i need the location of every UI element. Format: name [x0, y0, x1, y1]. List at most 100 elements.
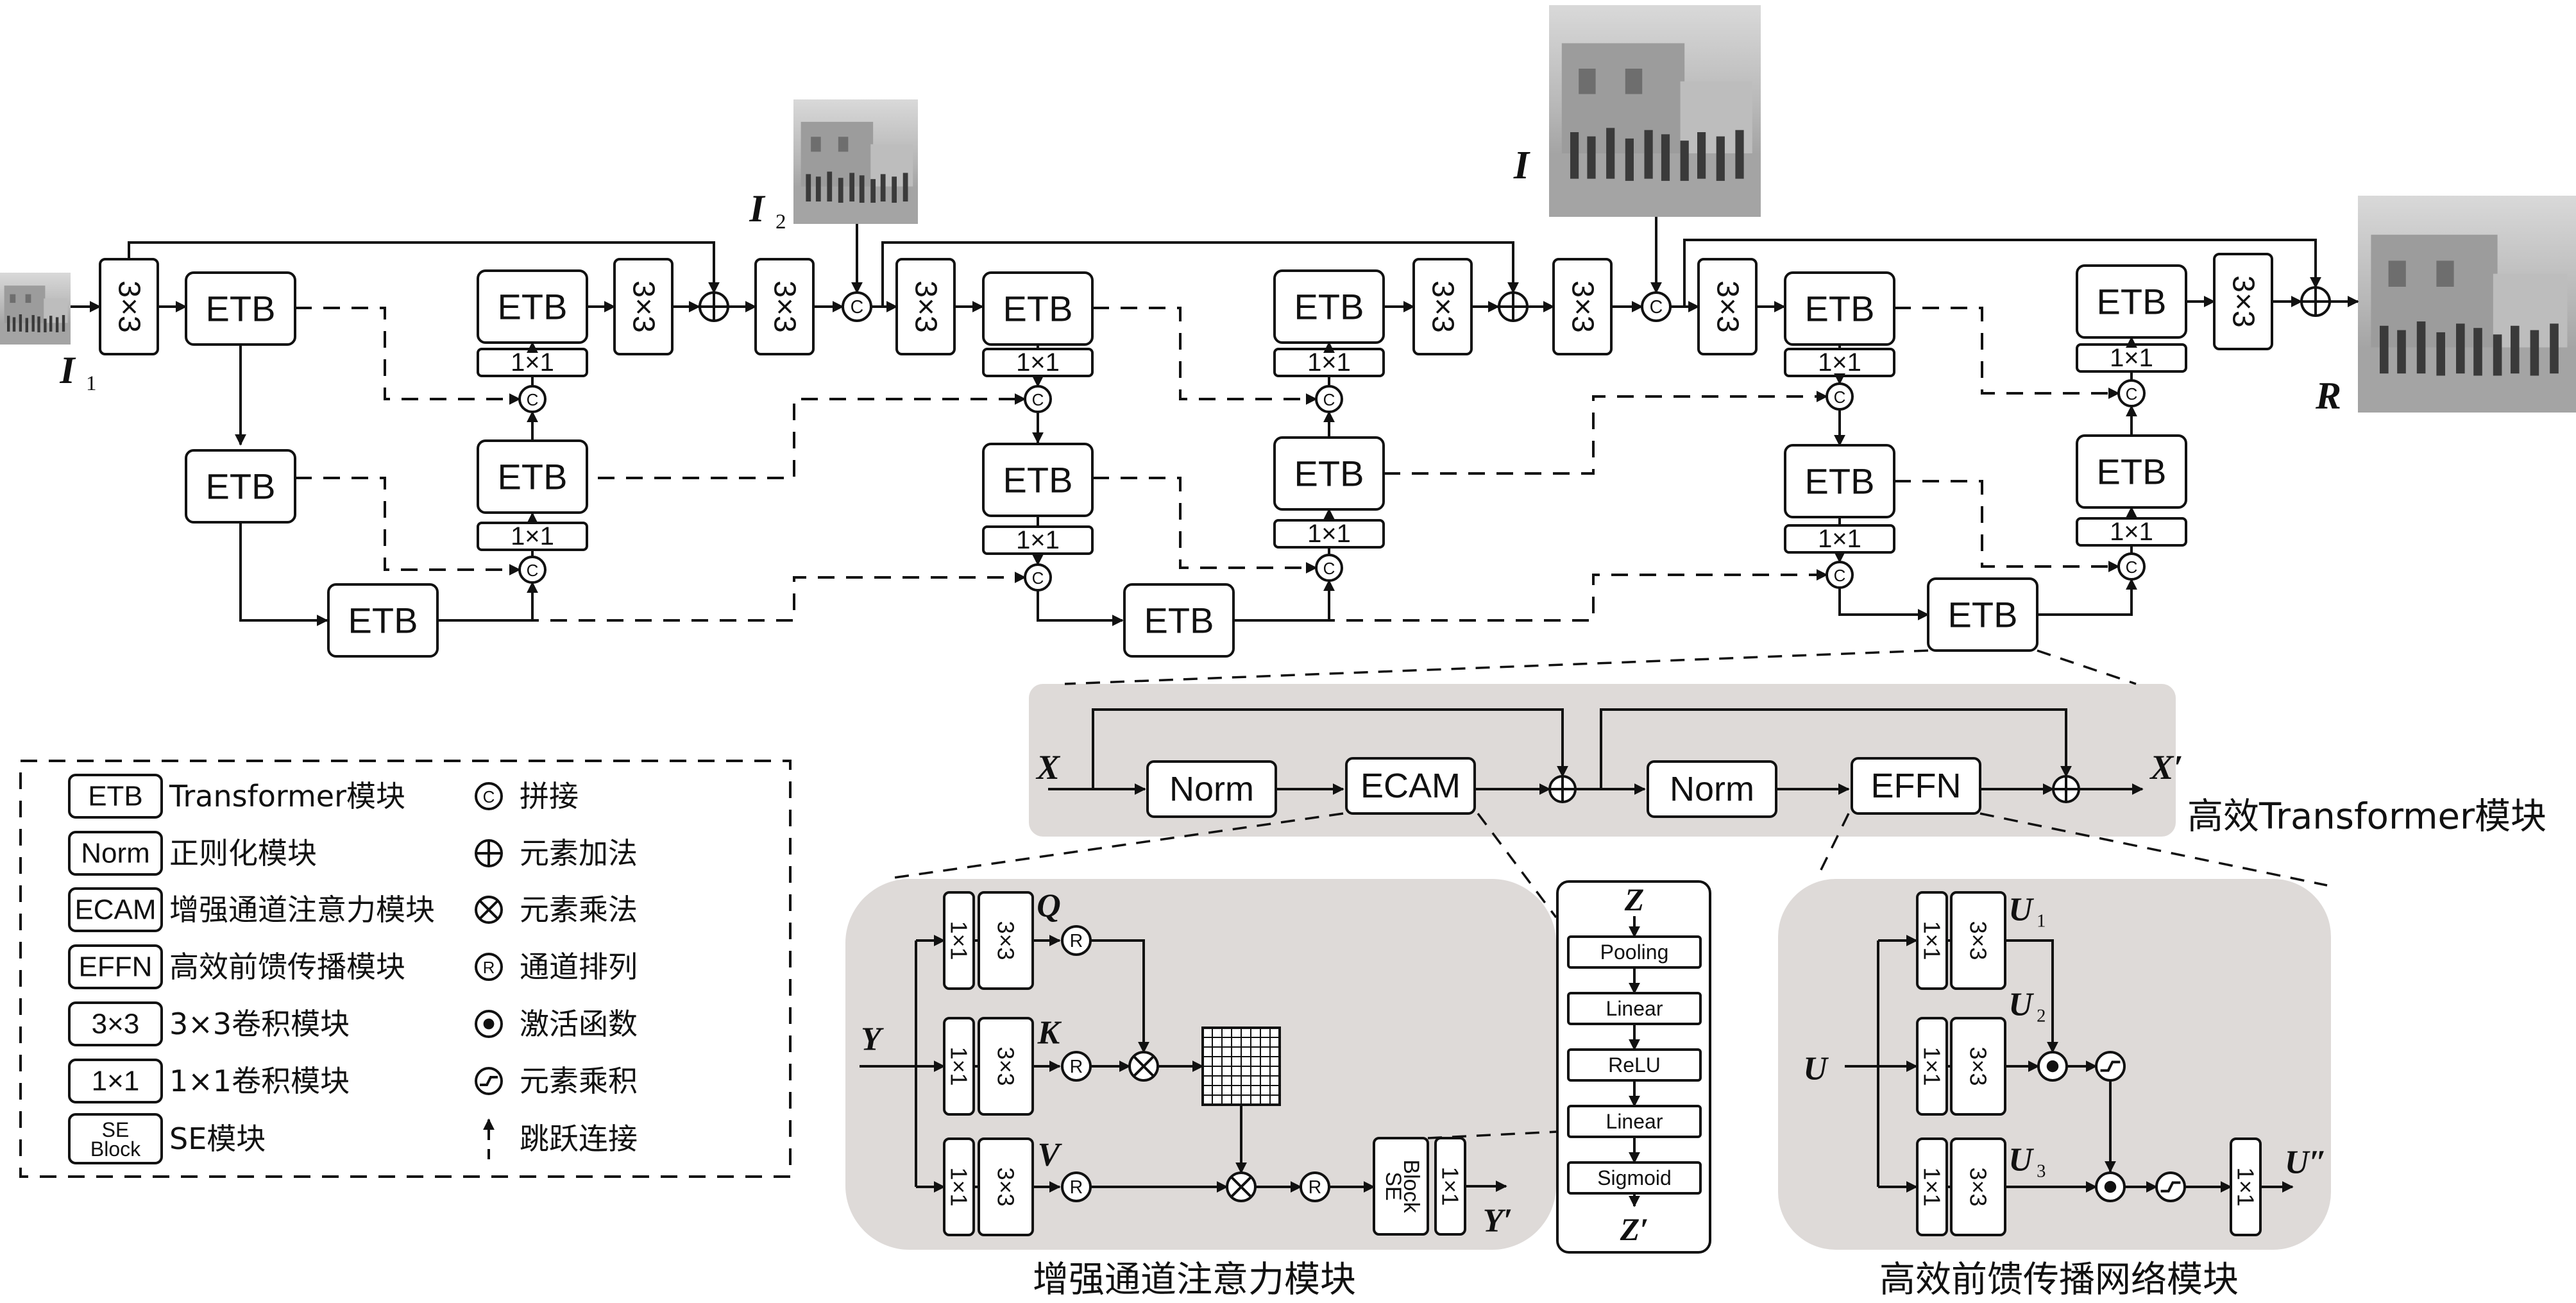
norm-2-label: Norm: [1670, 770, 1754, 808]
output-image-r: [2358, 196, 2576, 413]
etb-s3-3-label: ETB: [1948, 595, 2018, 635]
legend-label-7: SE模块: [169, 1121, 266, 1156]
legend-icon-concat: [475, 782, 503, 810]
etb-s2-1-label: ETB: [1003, 289, 1073, 329]
legend-symbol-label-3: 元素乘法: [520, 892, 638, 927]
label-u3-sub: 3: [2037, 1162, 2046, 1182]
label-u: U: [1803, 1051, 1829, 1087]
zoom-se: [1427, 1130, 1558, 1139]
connector: [1090, 939, 1149, 1053]
skip-s3-d: [1894, 480, 2120, 572]
se-step-2-label: Linear: [1606, 997, 1663, 1020]
label-u1-sub: 1: [2037, 912, 2046, 932]
conv1-s1-low-label: 1×1: [511, 522, 554, 550]
label-u3: U: [2008, 1142, 2034, 1179]
legend-key-3-label: ECAM: [74, 894, 156, 926]
legend-label-1: Transformer模块: [169, 779, 405, 813]
act-2-dot: [2104, 1180, 2117, 1193]
gate-1-curve: [2100, 1060, 2121, 1072]
se-label-bottom: Block: [1399, 1159, 1423, 1213]
skip-s3-c: [1894, 307, 2120, 399]
connector: [1838, 588, 1929, 620]
label-i1-sub: 1: [86, 372, 97, 395]
skip-s2-b: [437, 572, 1026, 622]
legend-symbol-label-5: 激活函数: [520, 1007, 638, 1041]
gate-2-curve: [2160, 1181, 2181, 1193]
ecam-box-label: ECAM: [1360, 767, 1461, 805]
legend-key-6: [68, 1059, 163, 1103]
permute-k-letter: R: [1070, 1057, 1083, 1077]
residual-etb-1: [1092, 708, 1568, 789]
concat-i2-letter: C: [851, 297, 864, 318]
conv3-s1b-label: 3×3: [627, 280, 661, 332]
etb-s2-2-label: ETB: [1003, 460, 1073, 500]
concat-s2-c-letter: C: [1323, 559, 1335, 578]
se-label-top: SE: [1381, 1171, 1405, 1200]
conv1-s3-c-label: 1×1: [2110, 518, 2153, 546]
skip-s2-c: [1092, 307, 1318, 405]
conv1-out-label: 1×1: [1437, 1166, 1464, 1205]
etb-s1-1-label: ETB: [206, 289, 276, 329]
legend-symbol-label-2: 元素加法: [520, 836, 638, 871]
concat-s3-d-letter: C: [2126, 384, 2138, 404]
label-v: V: [1038, 1137, 1063, 1173]
act-1-dot: [2046, 1060, 2059, 1073]
concat-s3-a-letter: C: [1834, 387, 1846, 407]
label-z-out: Z′: [1620, 1211, 1649, 1247]
legend-symbol-label-1: 拼接: [520, 779, 579, 813]
legend-se-bottom: Block: [90, 1137, 141, 1161]
concat-s2-b-letter: C: [1032, 568, 1044, 588]
conv1-s1-up-label: 1×1: [511, 348, 554, 377]
label-i1: I: [59, 349, 76, 391]
connector: [239, 522, 328, 626]
legend-se-top: SE: [102, 1118, 130, 1141]
legend-icon-gate-curve: [480, 1076, 498, 1086]
label-x-out: X′: [2149, 748, 2183, 787]
legend-key-2-label: Norm: [81, 838, 150, 869]
legend-key-5: [68, 1001, 163, 1046]
etb-s1-4-label: ETB: [498, 457, 568, 497]
conv1-q-label: 1×1: [946, 921, 972, 960]
conv3-s2in-label: 3×3: [768, 280, 802, 332]
skip-s3-a: [1384, 391, 1828, 475]
label-y: Y: [861, 1021, 884, 1058]
effn-box-label: EFFN: [1871, 767, 1962, 805]
label-k: K: [1037, 1015, 1062, 1052]
conv1-s2-b-label: 1×1: [1016, 526, 1060, 554]
etb-s2-5-label: ETB: [1294, 287, 1364, 327]
conv3-s3a-label: 3×3: [1711, 280, 1745, 332]
zoom-effn-r: [1979, 812, 2328, 887]
conv3-s1a-label: 3×3: [112, 280, 146, 332]
legend-key-4: [68, 944, 163, 989]
zoom-ecam-l: [885, 812, 1344, 880]
legend-label-5: 3×3卷积模块: [169, 1007, 350, 1041]
caption-ecam: 增强通道注意力模块: [1033, 1259, 1356, 1301]
conv3-s2a-label: 3×3: [909, 280, 943, 332]
connector: [1233, 579, 1335, 622]
zoom-effn-l: [1815, 813, 1850, 880]
caption-etb: 高效Transformer模块: [2187, 796, 2546, 838]
residual-s3: [1683, 239, 2321, 307]
conv1-s2-c-label: 1×1: [1307, 520, 1351, 548]
effn-conv3-2-label: 3×3: [1965, 1046, 1992, 1086]
legend-key-4-label: EFFN: [79, 951, 153, 983]
label-u2-sub: 2: [2037, 1007, 2046, 1026]
conv1-s2-d-label: 1×1: [1307, 348, 1351, 377]
legend-icon-concat-letter: C: [483, 787, 495, 806]
connector: [1037, 590, 1124, 626]
se-step-5-label: Sigmoid: [1597, 1166, 1672, 1189]
legend-key-1-label: ETB: [88, 781, 143, 812]
effn-conv3-3-label: 3×3: [1965, 1167, 1992, 1206]
legend-label-3: 增强通道注意力模块: [169, 892, 435, 927]
effn-conv1-1-label: 1×1: [1919, 921, 1945, 960]
concat-s2-d-letter: C: [1323, 390, 1335, 409]
zoom-etb-r: [2037, 649, 2137, 685]
conv1-s3-b-label: 1×1: [1818, 525, 1861, 553]
ecam-box: [1345, 757, 1476, 815]
connector: [2037, 578, 2137, 616]
label-u1: U: [2008, 892, 2034, 928]
etb-s3-1-label: ETB: [1805, 289, 1875, 329]
residual-s2: [881, 241, 1519, 307]
effn-conv1-3-label: 1×1: [1919, 1167, 1945, 1206]
